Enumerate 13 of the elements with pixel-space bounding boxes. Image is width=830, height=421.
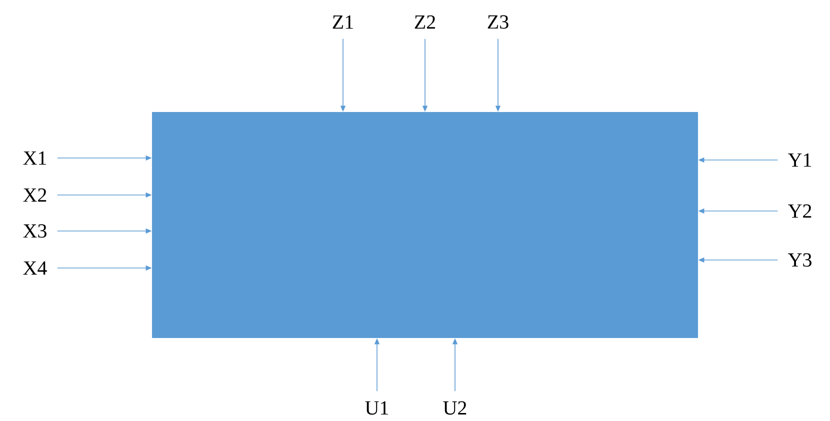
node-label: X4 — [23, 261, 47, 275]
node-label: X1 — [23, 151, 46, 165]
node-label: X3 — [23, 224, 46, 238]
node-label: Y1 — [788, 153, 812, 167]
node-label: Z3 — [488, 15, 508, 29]
node-label: U2 — [443, 401, 466, 415]
node-label: Z2 — [414, 15, 435, 29]
node-label: Y3 — [788, 253, 812, 267]
node-label: U1 — [365, 401, 388, 415]
node-label: Z1 — [332, 15, 353, 29]
node-label: Y2 — [788, 204, 812, 218]
block-box — [152, 112, 698, 338]
node-label: X2 — [23, 188, 46, 202]
